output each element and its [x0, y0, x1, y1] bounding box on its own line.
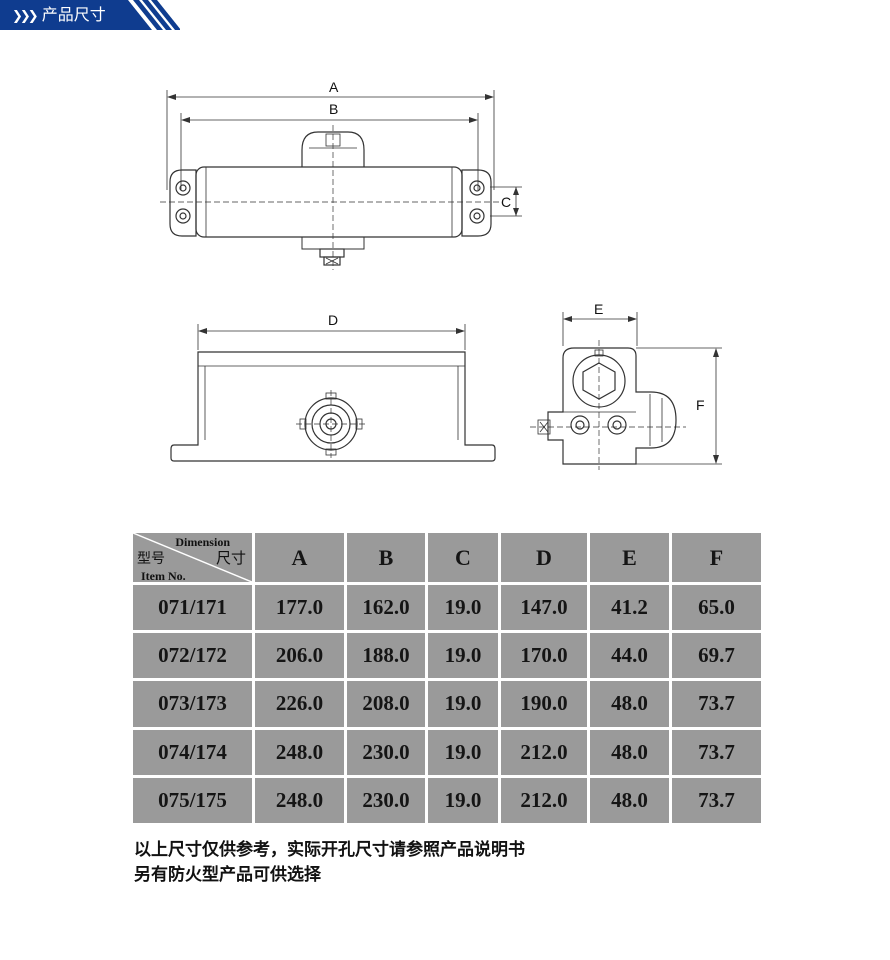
value-cell-b: 208.0	[344, 678, 428, 730]
value-cell-c: 19.0	[425, 726, 501, 778]
value-cell-e: 48.0	[587, 678, 672, 730]
table-row: 071/171 177.0 162.0 19.0 147.0 41.2 65.0	[130, 581, 764, 634]
column-header-f: F	[669, 530, 764, 585]
column-header-a: A	[252, 530, 347, 585]
table-row: 072/172 206.0 188.0 19.0 170.0 44.0 69.7	[130, 630, 764, 682]
value-cell-d: 170.0	[498, 630, 590, 682]
value-cell-f: 73.7	[669, 774, 764, 827]
value-cell-f: 65.0	[669, 581, 764, 634]
value-cell-d: 147.0	[498, 581, 590, 634]
triple-chevron-icon: ❯❯❯	[12, 9, 39, 24]
column-header-c: C	[425, 530, 501, 585]
header-stripes	[0, 0, 180, 30]
table-row: 073/173 226.0 208.0 19.0 190.0 48.0 73.7	[130, 678, 764, 730]
column-header-b: B	[344, 530, 428, 585]
value-cell-a: 248.0	[252, 726, 347, 778]
value-cell-a: 177.0	[252, 581, 347, 634]
dim-label-b: B	[329, 101, 338, 117]
section-title: ❯❯❯产品尺寸	[12, 5, 106, 24]
dim-label-d: D	[328, 312, 338, 328]
notes: 以上尺寸仅供参考，实际开孔尺寸请参照产品说明书 另有防火型产品可供选择	[134, 838, 525, 888]
dim-label-a: A	[329, 79, 339, 95]
value-cell-b: 162.0	[344, 581, 428, 634]
value-cell-e: 41.2	[587, 581, 672, 634]
model-cell: 072/172	[130, 630, 255, 682]
column-header-d: D	[498, 530, 590, 585]
value-cell-a: 206.0	[252, 630, 347, 682]
table-corner-header: Dimension 尺寸 型号 Item No.	[130, 530, 255, 585]
corner-dimension-label: Dimension	[175, 535, 230, 549]
table-row: 075/175 248.0 230.0 19.0 212.0 48.0 73.7	[130, 774, 764, 827]
value-cell-e: 44.0	[587, 630, 672, 682]
value-cell-d: 190.0	[498, 678, 590, 730]
dim-label-c: C	[501, 194, 511, 210]
top-view: A B C	[160, 79, 522, 270]
value-cell-d: 212.0	[498, 774, 590, 827]
front-view: D	[170, 312, 496, 462]
value-cell-b: 188.0	[344, 630, 428, 682]
value-cell-a: 226.0	[252, 678, 347, 730]
corner-model-label: 型号	[137, 551, 165, 567]
value-cell-d: 212.0	[498, 726, 590, 778]
corner-diagonal	[133, 533, 252, 582]
corner-item-no-label: Item No.	[141, 569, 186, 582]
value-cell-b: 230.0	[344, 726, 428, 778]
value-cell-e: 48.0	[587, 726, 672, 778]
value-cell-f: 73.7	[669, 726, 764, 778]
value-cell-c: 19.0	[425, 678, 501, 730]
dim-label-e: E	[594, 301, 603, 317]
value-cell-b: 230.0	[344, 774, 428, 827]
value-cell-f: 69.7	[669, 630, 764, 682]
dim-label-f: F	[696, 397, 705, 413]
dimension-table: Dimension 尺寸 型号 Item No. A B C D E F 071…	[130, 530, 764, 827]
dimension-drawing: A B C	[160, 79, 722, 470]
value-cell-c: 19.0	[425, 630, 501, 682]
model-cell: 071/171	[130, 581, 255, 634]
model-cell: 074/174	[130, 726, 255, 778]
value-cell-c: 19.0	[425, 581, 501, 634]
value-cell-c: 19.0	[425, 774, 501, 827]
column-header-e: E	[587, 530, 672, 585]
value-cell-f: 73.7	[669, 678, 764, 730]
table-row: 074/174 248.0 230.0 19.0 212.0 48.0 73.7	[130, 726, 764, 778]
corner-size-label: 尺寸	[215, 549, 246, 567]
model-cell: 073/173	[130, 678, 255, 730]
table-header-row: Dimension 尺寸 型号 Item No. A B C D E F	[130, 530, 764, 585]
model-cell: 075/175	[130, 774, 255, 827]
value-cell-e: 48.0	[587, 774, 672, 827]
section-header: ❯❯❯产品尺寸	[0, 0, 180, 30]
value-cell-a: 248.0	[252, 774, 347, 827]
note-line-2: 另有防火型产品可供选择	[134, 865, 321, 885]
side-view: E F	[530, 301, 722, 470]
note-line-1: 以上尺寸仅供参考，实际开孔尺寸请参照产品说明书	[134, 840, 525, 860]
